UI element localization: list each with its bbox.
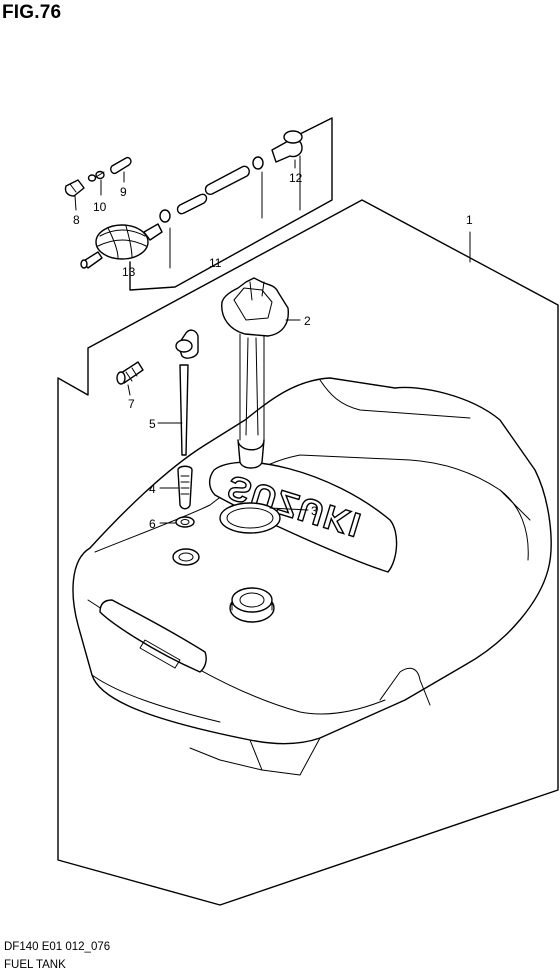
filler-cap [229, 587, 275, 623]
leader-lines [74, 159, 471, 524]
tank-port [172, 548, 200, 566]
part-3-gasket [219, 502, 281, 534]
part-11-hose [176, 165, 250, 215]
callout-5: 5 [149, 417, 156, 431]
callout-7: 7 [128, 397, 135, 411]
fuel-tank-body [72, 377, 552, 776]
part-9-sleeve [110, 156, 132, 175]
part-10-nipple [87, 170, 105, 182]
part-11-clamp-upper [252, 156, 264, 170]
part-8-clip [64, 179, 85, 197]
callout-1: 1 [466, 213, 473, 227]
part-4-filter [177, 465, 193, 510]
callout-9: 9 [120, 185, 127, 199]
model-code: DF140 E01 012_076 [4, 941, 111, 953]
figure-title: FIG.76 [2, 2, 62, 23]
callout-8: 8 [73, 213, 80, 227]
part-6-washer [175, 516, 195, 528]
part-11-clamp-lower [159, 209, 171, 223]
figure-caption: FUEL TANK [4, 959, 66, 971]
callout-12: 12 [289, 171, 303, 185]
callout-13: 13 [122, 265, 136, 279]
part-12-connector [271, 130, 303, 163]
part-13-primer-bulb [80, 223, 163, 269]
part-5-pickup-tube [175, 329, 199, 456]
part-7-connector [116, 361, 144, 385]
callout-11: 11 [209, 256, 222, 270]
callout-labels: 1 2 3 4 5 6 7 8 9 10 11 12 13 [73, 171, 473, 531]
callout-2: 2 [304, 314, 311, 328]
hose-kit-frame [129, 117, 333, 291]
callout-3: 3 [311, 504, 318, 518]
part-2-fuel-gauge [221, 277, 289, 469]
callout-4: 4 [149, 482, 156, 496]
callout-6: 6 [149, 517, 156, 531]
callout-10: 10 [93, 200, 107, 214]
assembly-frame [57, 199, 559, 906]
